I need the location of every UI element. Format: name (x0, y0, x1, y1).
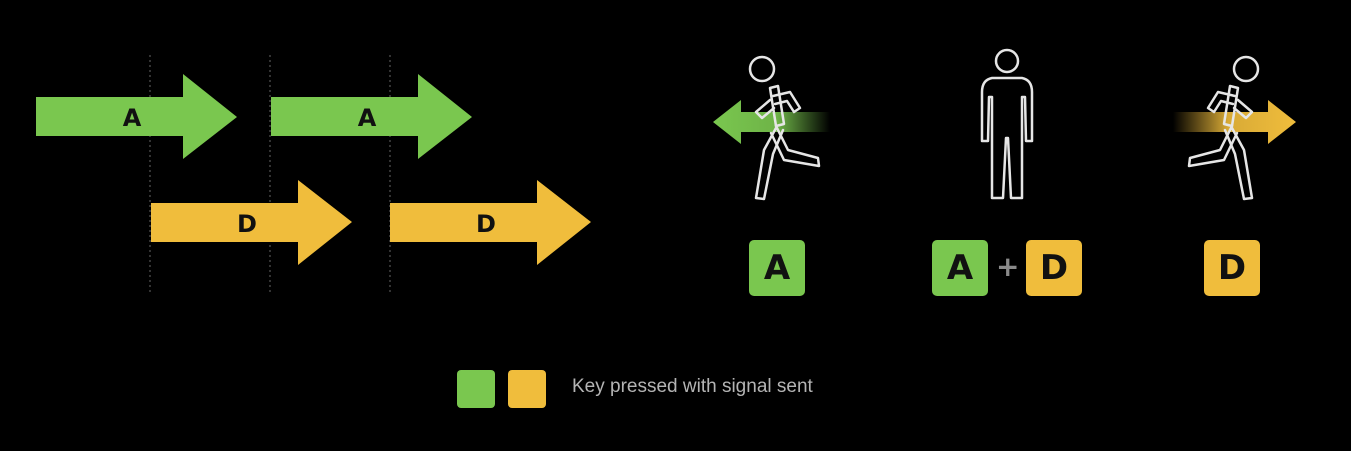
legend-swatch-green (457, 370, 495, 408)
state-left (713, 55, 830, 201)
arrow-a-1: A (36, 74, 237, 159)
state-right (1173, 55, 1296, 201)
running-left-figure-icon (748, 55, 821, 201)
plus-sign: + (996, 250, 1020, 283)
running-right-figure-icon (1187, 55, 1260, 201)
keycap-a: A (932, 240, 988, 296)
arrow-key-label: A (123, 104, 142, 132)
keycap-a: A (749, 240, 805, 296)
legend-swatch-yellow (508, 370, 546, 408)
arrow-key-label: D (237, 210, 257, 238)
arrow-a-2: A (271, 74, 472, 159)
legend-label: Key pressed with signal sent (572, 376, 813, 397)
keycap-d: D (1204, 240, 1260, 296)
arrow-key-label: D (476, 210, 496, 238)
arrow-d-1: D (151, 180, 352, 265)
left-signal-arrow-icon (713, 100, 830, 144)
arrow-d-2: D (390, 180, 591, 265)
arrow-key-label: A (358, 104, 377, 132)
right-signal-arrow-icon (1173, 100, 1296, 144)
standing-figure-icon (980, 48, 1034, 200)
keycap-d: D (1026, 240, 1082, 296)
state-idle (980, 48, 1034, 200)
